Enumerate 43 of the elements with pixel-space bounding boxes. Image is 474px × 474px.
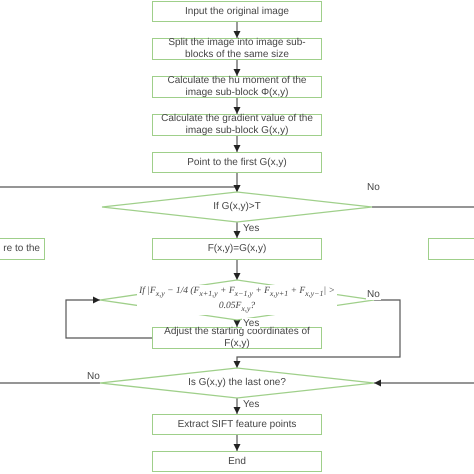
edge-label: No <box>366 289 381 300</box>
step-text: Extract SIFT feature points <box>178 418 296 430</box>
step-text: Input the original image <box>185 6 289 18</box>
process-box <box>152 451 322 472</box>
edge-label: Yes <box>242 318 260 329</box>
condition-text: Is G(x,y) the last one? <box>188 377 286 389</box>
edge-label: No <box>366 182 381 193</box>
step-text: Point to the first G(x,y) <box>187 156 287 168</box>
process-box <box>152 114 322 136</box>
arrow <box>233 60 241 76</box>
arrow <box>233 398 241 414</box>
arrow <box>233 435 241 451</box>
edge-label: No <box>86 371 101 382</box>
edge-label: Yes <box>242 399 260 410</box>
arrow <box>233 320 241 327</box>
edge-label: Yes <box>242 223 260 234</box>
process-box <box>152 238 322 260</box>
condition-text: If |F$_{x,y}$ − 1/4 (F$_{x+1,y}$ + F$_{x−1,y}$ + F$_{x,y+1}$ + F$_{x,y−1}$| > 0.05F$_{x,y}$? <box>137 285 337 315</box>
process-box <box>152 1 322 22</box>
arrow <box>374 379 474 387</box>
arrow <box>233 299 401 368</box>
arrow <box>233 136 241 152</box>
arrow <box>233 260 241 280</box>
arrow <box>233 22 241 38</box>
decision-diamond <box>102 192 372 222</box>
process-box <box>152 414 322 435</box>
arrow <box>233 98 241 114</box>
step-text: End <box>228 456 246 468</box>
decision-diamond <box>100 368 374 398</box>
process-box <box>152 76 322 98</box>
process-box <box>152 152 322 173</box>
step-text: Split the image into image sub-blocks of the same size <box>167 37 307 61</box>
condition-text: If G(x,y)>T <box>213 201 261 213</box>
step-text: Adjust the starting coordinates of F(x,y) <box>163 326 311 350</box>
process-box <box>152 38 322 60</box>
step-text: Calculate the hu moment of the image sub-block Φ(x,y) <box>166 75 308 99</box>
step-text: F(x,y)=G(x,y) <box>208 243 266 255</box>
arrow <box>233 222 241 238</box>
step-text: Calculate the gradient value of the image sub-block G(x,y) <box>160 113 314 137</box>
process-box <box>152 327 322 349</box>
step-text: re to the <box>3 243 40 255</box>
arrow <box>0 184 241 192</box>
arrow <box>65 296 152 339</box>
